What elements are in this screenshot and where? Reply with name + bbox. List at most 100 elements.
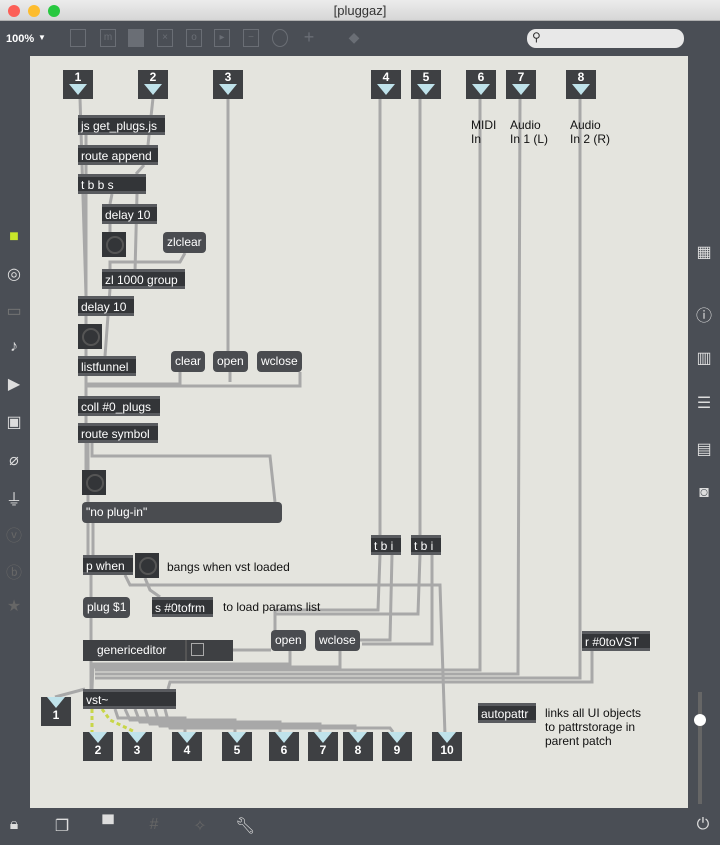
- power-icon[interactable]: ⏻: [696, 816, 710, 833]
- volume-slider[interactable]: [694, 692, 706, 804]
- zoom-level[interactable]: 100%: [6, 33, 35, 45]
- slider-icon[interactable]: −: [243, 29, 259, 47]
- object-route-symbol[interactable]: route symbol: [78, 423, 158, 443]
- inlet-2[interactable]: 2: [138, 70, 168, 99]
- outlet-number: 1: [52, 708, 60, 722]
- image-icon[interactable]: ▣: [6, 414, 22, 431]
- grid-icon[interactable]: ▦: [696, 244, 712, 261]
- comment-autopattr: links all UI objects to pattrstorage in …: [545, 706, 642, 748]
- list-icon[interactable]: ☰: [696, 395, 712, 412]
- cube-icon[interactable]: ■: [9, 228, 19, 245]
- outlet-7[interactable]: 7: [308, 732, 338, 761]
- paint-bucket-icon[interactable]: ◆: [348, 29, 360, 45]
- book-icon[interactable]: ▥: [696, 350, 712, 367]
- message-open[interactable]: open: [213, 351, 248, 372]
- bang-button[interactable]: [82, 470, 106, 495]
- window-title: [pluggaz]: [333, 3, 387, 18]
- message-clear[interactable]: clear: [171, 351, 206, 372]
- bang-button[interactable]: [135, 553, 159, 578]
- object-send[interactable]: s #0tofrm: [152, 597, 213, 617]
- message-no-plugin[interactable]: "no plug-in": [82, 502, 282, 523]
- outlet-6[interactable]: 6: [269, 732, 299, 761]
- plug-icon[interactable]: ⏚: [5, 492, 22, 509]
- left-sidebar: ■ ◎ ▭ ♪ ▶ ▣ ⌀ ⏚ ⓥ ⓑ ★: [0, 56, 30, 808]
- reference-icon[interactable]: ▤: [696, 441, 712, 458]
- outlet-5[interactable]: 5: [222, 732, 252, 761]
- object-listfunnel[interactable]: listfunnel: [78, 356, 136, 376]
- vst-icon[interactable]: ⓥ: [5, 528, 22, 545]
- outlet-8[interactable]: 8: [343, 732, 373, 761]
- object-zl-group[interactable]: zl 1000 group: [102, 269, 185, 289]
- object-delay[interactable]: delay 10: [78, 296, 134, 316]
- button-icon[interactable]: o: [186, 29, 202, 47]
- comment-midi-in: MIDI In: [471, 118, 497, 146]
- inlet-7[interactable]: 7: [506, 70, 536, 99]
- debug-icon[interactable]: ✧: [193, 818, 207, 835]
- camera-icon[interactable]: ◙: [699, 484, 709, 501]
- music-note-icon[interactable]: ♪: [10, 338, 18, 355]
- inlet-number: 4: [382, 70, 390, 84]
- inlet-4[interactable]: 4: [371, 70, 401, 99]
- object-p-when[interactable]: p when: [83, 555, 133, 575]
- comment-icon[interactable]: [128, 29, 144, 47]
- grid-toggle-icon[interactable]: #: [149, 816, 159, 833]
- target-icon[interactable]: ◎: [7, 266, 21, 283]
- object-box-icon[interactable]: [70, 29, 86, 47]
- search-input[interactable]: ⚲: [527, 29, 684, 48]
- close-window-button[interactable]: [8, 5, 20, 17]
- lock-icon[interactable]: 🔒︎: [9, 816, 19, 833]
- bang-button[interactable]: [78, 324, 102, 349]
- presentation-icon[interactable]: ▀: [102, 816, 114, 833]
- outlet-number: 9: [393, 743, 401, 757]
- object-trigger[interactable]: t b b s: [78, 174, 146, 194]
- inlet-8[interactable]: 8: [566, 70, 596, 99]
- search-icon: ⚲: [532, 30, 541, 44]
- object-js[interactable]: js get_plugs.js: [78, 115, 165, 135]
- object-vst[interactable]: vst~: [83, 689, 176, 709]
- inlet-1[interactable]: 1: [63, 70, 93, 99]
- wrench-icon[interactable]: 🔧︎: [235, 818, 256, 835]
- object-route-append[interactable]: route append: [78, 145, 158, 165]
- minimize-window-button[interactable]: [28, 5, 40, 17]
- outlet-9[interactable]: 9: [382, 732, 412, 761]
- object-trigger[interactable]: t b i: [371, 535, 401, 555]
- message-wclose[interactable]: wclose: [315, 630, 360, 651]
- bang-button[interactable]: [102, 232, 126, 257]
- message-plug[interactable]: plug $1: [83, 597, 131, 618]
- star-icon[interactable]: ★: [6, 598, 22, 615]
- outlet-10[interactable]: 10: [432, 732, 462, 761]
- toggle-icon[interactable]: ×: [157, 29, 173, 47]
- zoom-window-button[interactable]: [48, 5, 60, 17]
- outlet-2[interactable]: 2: [83, 732, 113, 761]
- object-coll[interactable]: coll #0_plugs: [78, 396, 160, 416]
- zoom-dropdown-icon[interactable]: ▼: [38, 33, 46, 42]
- object-receive[interactable]: r #0toVST: [582, 631, 650, 651]
- dial-icon[interactable]: [272, 29, 288, 47]
- object-delay[interactable]: delay 10: [102, 204, 157, 224]
- object-trigger[interactable]: t b i: [411, 535, 441, 555]
- message-open[interactable]: open: [271, 630, 306, 651]
- number-icon[interactable]: ▸: [214, 29, 230, 47]
- outlet-number: 10: [440, 743, 454, 757]
- message-wclose[interactable]: wclose: [257, 351, 302, 372]
- outlet-4[interactable]: 4: [172, 732, 202, 761]
- add-icon[interactable]: +: [303, 27, 315, 47]
- inlet-5[interactable]: 5: [411, 70, 441, 99]
- bottom-bar: 🔒︎ ❐ ▀ # ✧ 🔧︎ ⏻: [0, 808, 720, 845]
- media-icon[interactable]: ▶: [7, 376, 21, 393]
- outlet-1[interactable]: 1: [41, 697, 71, 726]
- message-box-icon[interactable]: m: [100, 29, 116, 47]
- beap-icon[interactable]: ⓑ: [5, 565, 22, 582]
- volume-slider-knob[interactable]: [694, 714, 706, 726]
- info-icon[interactable]: ⓘ: [695, 308, 712, 325]
- toggle[interactable]: [185, 640, 233, 661]
- inlet-3[interactable]: 3: [213, 70, 243, 99]
- paperclip-icon[interactable]: ⌀: [9, 452, 19, 469]
- outlet-3[interactable]: 3: [122, 732, 152, 761]
- message-zlclear[interactable]: zlclear: [163, 232, 206, 253]
- genericeditor-menu[interactable]: genericeditor: [83, 640, 233, 661]
- rack-icon[interactable]: ▭: [6, 303, 22, 320]
- windows-icon[interactable]: ❐: [54, 818, 70, 835]
- inlet-6[interactable]: 6: [466, 70, 496, 99]
- object-autopattr[interactable]: autopattr: [478, 703, 536, 723]
